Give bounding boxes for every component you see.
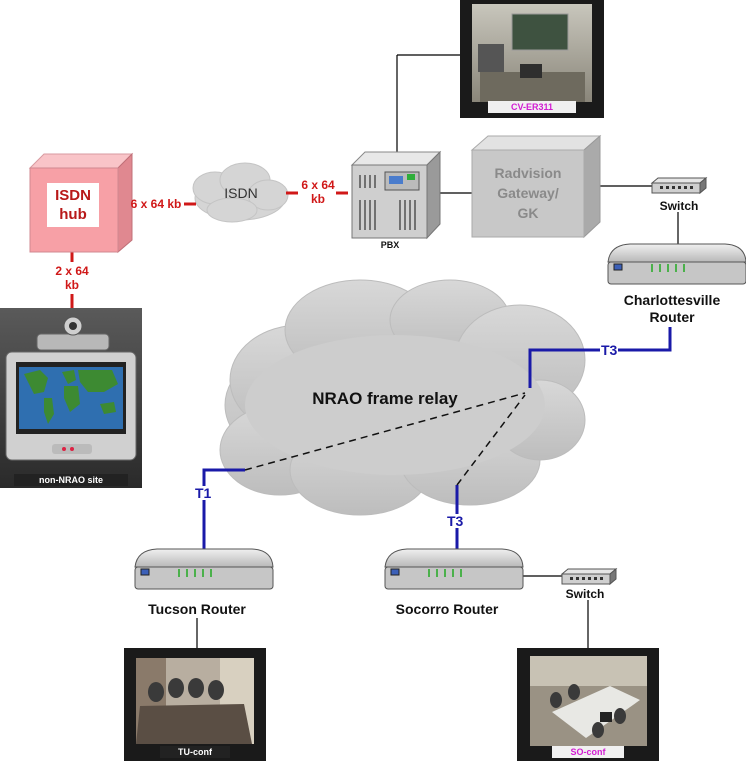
link-cloud-pbx-line1: 6 x 64 (301, 178, 335, 192)
switch-cv-label: Switch (659, 199, 699, 213)
isdn-hub-box (28, 152, 134, 254)
tu-room-photo (124, 648, 266, 761)
link-hub-site-line1: 2 x 64 (55, 264, 89, 278)
switch-cv-device (650, 176, 708, 195)
link-cloud-pbx-line2: kb (310, 192, 325, 206)
link-relay-tucson (202, 468, 245, 550)
relay-virtual-circuits (244, 392, 526, 486)
frame-relay-label: NRAO frame relay (312, 389, 458, 408)
isdn-cloud-label: ISDN (224, 185, 258, 201)
router-socorro-device (384, 548, 524, 590)
gateway-box (470, 134, 602, 239)
link-relay-socorro-label: T3 (446, 513, 465, 529)
router-cv-device (607, 243, 746, 285)
router-socorro-label: Socorro Router (395, 601, 499, 617)
router-cv-label: Charlottesville Router (598, 292, 746, 326)
link-relay-tucson-label: T1 (194, 485, 213, 501)
link-hub-cloud-line1: 6 x 64 kb (130, 197, 182, 211)
link-relay-cv-label: T3 (600, 342, 619, 358)
isdn-hub-label: ISDN hub (47, 186, 99, 224)
router-tucson-device (134, 548, 274, 590)
non-nrao-caption: non-NRAO site (14, 474, 128, 486)
pbx-label: PBX (380, 240, 400, 250)
so-room-caption: SO-conf (552, 746, 624, 758)
router-cv-line2: Router (649, 309, 695, 325)
isdn-hub-line1: ISDN (55, 187, 91, 204)
so-room-photo (517, 648, 659, 761)
link-cloud-pbx-label: 6 x 64 kb (294, 178, 342, 206)
link-hub-site-line2: kb (64, 278, 79, 292)
non-nrao-unit (0, 308, 142, 488)
cv-room-photo (460, 0, 604, 118)
switch-so-device (560, 567, 618, 586)
isdn-hub-line2: hub (59, 206, 87, 223)
frame-relay-cloud (219, 279, 586, 516)
router-tucson-label: Tucson Router (148, 601, 246, 617)
link-hub-site-label: 2 x 64 kb (46, 264, 98, 292)
gateway-line2: Gateway/ (497, 185, 559, 201)
tu-room-caption: TU-conf (160, 746, 230, 758)
pbx-device (350, 150, 442, 240)
gateway-label: Radvision Gateway/ GK (472, 163, 584, 223)
router-cv-line1: Charlottesville (623, 292, 721, 308)
cv-room-caption: CV-ER311 (488, 101, 576, 113)
switch-so-label: Switch (565, 587, 605, 601)
link-hub-cloud-label: 6 x 64 kb (126, 197, 186, 211)
gateway-line1: Radvision (494, 165, 562, 181)
gateway-line3: GK (517, 205, 539, 221)
isdn-cloud (192, 162, 289, 223)
